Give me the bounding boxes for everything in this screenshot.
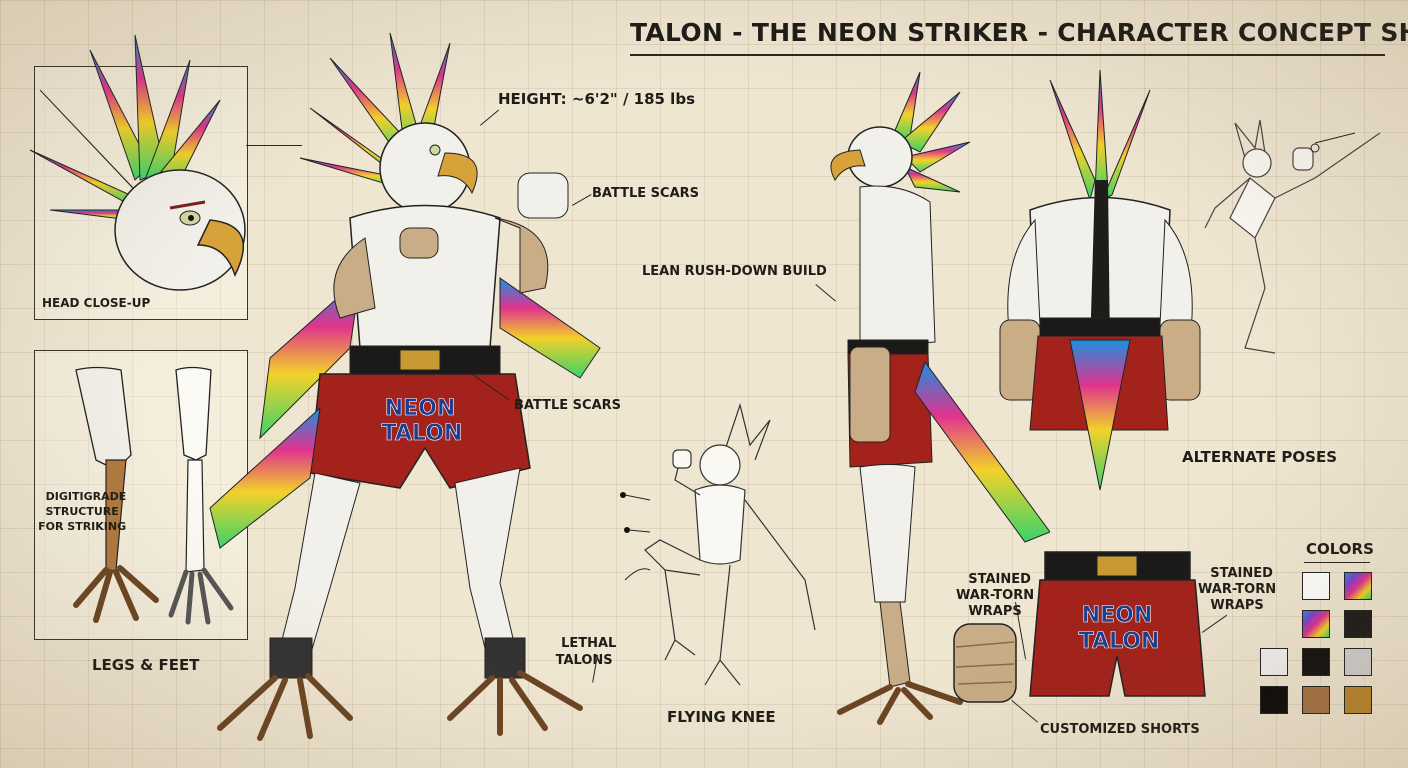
customized-shorts-label: CUSTOMIZED SHORTS (1040, 722, 1200, 737)
battle-scars-top-label: BATTLE SCARS (592, 186, 700, 201)
svg-text:NEON: NEON (1082, 603, 1153, 628)
head-closeup-leader (246, 145, 302, 146)
head-closeup-illustration (29, 34, 246, 291)
scale-texture-swatch (1302, 686, 1330, 714)
neon-gradient-swatch-2 (1302, 610, 1330, 638)
wraps-right-label: STAINED WAR-TORN WRAPS (1198, 550, 1276, 614)
light-grey-swatch (1260, 648, 1288, 676)
alternate-kick-sketch (1204, 119, 1381, 354)
svg-text:TALON: TALON (382, 421, 463, 446)
digitigrade-text: DIGITIGRADE STRUCTURE FOR STRIKING (38, 490, 127, 533)
svg-text:TALON: TALON (1079, 629, 1160, 654)
battle-scars-mid-label: BATTLE SCARS (514, 398, 622, 413)
main-front-stance-figure: NEON TALON (209, 32, 601, 741)
back-view-figure (999, 70, 1201, 491)
height-label: HEIGHT: ~6'2" / 185 lbs (498, 90, 695, 108)
head-closeup-label: HEAD CLOSE-UP (42, 296, 151, 310)
alternate-poses-label: ALTERNATE POSES (1182, 448, 1338, 466)
black-dark-swatch (1344, 610, 1372, 638)
white-swatch (1302, 572, 1330, 600)
colors-underline (1304, 562, 1370, 563)
side-profile-figure (830, 71, 1050, 725)
svg-text:NEON: NEON (385, 396, 456, 421)
title-underline (630, 54, 1385, 56)
wraps-right-text: STAINED WAR-TORN WRAPS (1198, 566, 1277, 613)
gold-emblem-swatch (1344, 686, 1372, 714)
black-diagonal-swatch (1302, 648, 1330, 676)
legs-feet-panel (34, 350, 248, 640)
wraps-left-text: STAINED WAR-TORN WRAPS (956, 572, 1035, 619)
wraps-left-label: STAINED WAR-TORN WRAPS (956, 556, 1034, 620)
silver-swatch (1344, 648, 1372, 676)
neon-gradient-swatch (1344, 572, 1372, 600)
lethal-talons-label: LETHAL TALONS (552, 618, 617, 669)
legs-feet-illustration (73, 366, 234, 625)
flying-knee-label: FLYING KNEE (667, 708, 776, 726)
colors-label: COLORS (1306, 540, 1374, 558)
legs-feet-label: LEGS & FEET (92, 656, 200, 674)
digitigrade-label: DIGITIGRADE STRUCTURE FOR STRIKING (38, 474, 126, 534)
hand-wraps-detail (953, 623, 1017, 703)
page-title: TALON - THE NEON STRIKER - CHARACTER CON… (630, 18, 1408, 47)
lethal-talons-text: LETHAL TALONS (555, 636, 617, 668)
customized-shorts-detail: NEON TALON (1029, 551, 1206, 697)
flying-knee-sketch (620, 402, 816, 686)
lean-build-label: LEAN RUSH-DOWN BUILD (642, 264, 827, 279)
black-swatch (1260, 686, 1288, 714)
